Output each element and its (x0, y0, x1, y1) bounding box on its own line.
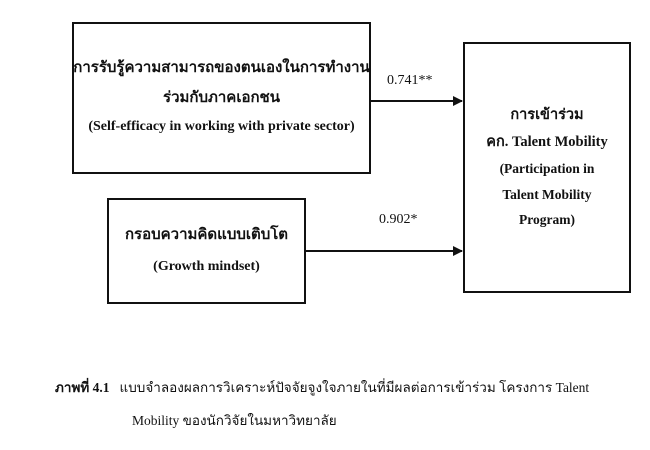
participation-box: การเข้าร่วม คก. Talent Mobility (Partici… (463, 42, 631, 293)
self-efficacy-thai-line1: การรับรู้ความสามารถของตนเองในการทำงาน (73, 60, 370, 77)
figure-caption: ภาพที่ 4.1 แบบจำลองผลการวิเคราะห์ปัจจัยจู… (55, 378, 645, 432)
self-efficacy-thai-line2: ร่วมกับภาคเอกชน (163, 89, 280, 106)
self-efficacy-english: (Self-efficacy in working with private s… (88, 119, 355, 135)
caption-text-line2: Mobility ของนักวิจัยในมหาวิทยาลัย (132, 412, 337, 428)
self-efficacy-box: การรับรู้ความสามารถของตนเองในการทำงาน ร่… (72, 22, 371, 174)
participation-english-line1: (Participation in (499, 161, 595, 177)
participation-program-name: คก. Talent Mobility (486, 134, 608, 151)
growth-mindset-box: กรอบความคิดแบบเติบโต (Growth mindset) (107, 198, 306, 304)
participation-english-line2: Talent Mobility (502, 186, 592, 202)
growth-mindset-english: (Growth mindset) (153, 258, 260, 274)
participation-thai: การเข้าร่วม (510, 107, 584, 124)
coefficient-growth-mindset: 0.902* (379, 212, 418, 227)
coefficient-self-efficacy: 0.741** (387, 73, 433, 88)
participation-english-line3: Program) (519, 212, 575, 228)
caption-text-line1: แบบจำลองผลการวิเคราะห์ปัจจัยจูงใจภายในที… (119, 380, 590, 395)
figure-label: ภาพที่ 4.1 (55, 380, 110, 395)
growth-mindset-thai: กรอบความคิดแบบเติบโต (124, 227, 289, 244)
